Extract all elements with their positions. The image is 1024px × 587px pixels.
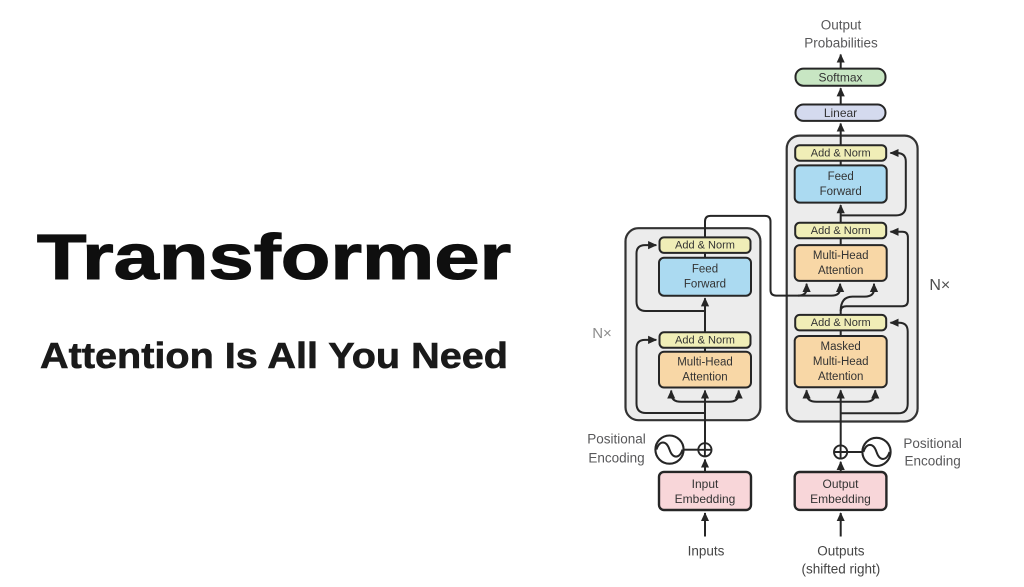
- masked-multi-head-attention-label-line3: Attention: [818, 371, 863, 383]
- encoder-add-norm-2-box: [658, 331, 752, 349]
- inputs-label: Inputs: [688, 543, 725, 558]
- decoder-multi-head-attention-label-line1: Multi-Head: [813, 250, 869, 262]
- sine-wave-icon: [655, 441, 684, 458]
- n-times-right-label: N×: [929, 277, 950, 294]
- n-times-left-label: N×: [592, 325, 612, 342]
- encoder-feed-forward-label-line1: Feed: [692, 264, 718, 276]
- positional-encoding-right-label-line2: Encoding: [904, 454, 960, 469]
- output-probabilities-label-line2: Probabilities: [804, 36, 878, 51]
- positional-encoding-left-label-line1: Positional: [587, 432, 646, 447]
- decoder-multi-head-attention-label-line2: Attention: [818, 265, 863, 277]
- encoder-multi-head-attention-label-line1: Multi-Head: [677, 357, 733, 369]
- encoder-add-norm-1-box: [658, 236, 752, 254]
- output-embedding-box: [793, 470, 888, 512]
- decoder-flow-lines: [802, 53, 909, 537]
- outputs-label-line1: Outputs: [817, 543, 865, 558]
- decoder-add-norm-3-label: Add & Norm: [811, 317, 871, 329]
- page-subtitle: Attention Is All You Need: [40, 335, 509, 376]
- decoder-feed-forward-label-line2: Forward: [820, 186, 862, 198]
- positional-encoding-right-label-line1: Positional: [903, 436, 962, 451]
- encoder-multi-head-attention-box: [658, 350, 752, 389]
- decoder-add-norm-3-box: [794, 313, 888, 332]
- masked-multi-head-attention-label-line1: Masked: [821, 341, 861, 353]
- page-title: Transformer: [36, 221, 512, 293]
- positional-encoding-right-symbol: [833, 436, 892, 468]
- encoder-flow-lines: [635, 214, 845, 537]
- input-embedding-box: [657, 470, 753, 512]
- input-embedding-label-line2: Embedding: [675, 492, 736, 506]
- decoder-add-norm-2-box: [794, 221, 888, 240]
- decoder-add-norm-1-label: Add & Norm: [811, 147, 871, 159]
- positional-encoding-left-symbol: [654, 434, 713, 465]
- encoder-add-norm-2-label: Add & Norm: [675, 335, 735, 347]
- encoder-add-norm-1-label: Add & Norm: [675, 240, 735, 252]
- softmax-box: [794, 67, 887, 87]
- masked-multi-head-attention-box: [793, 335, 888, 389]
- softmax-label: Softmax: [818, 71, 862, 85]
- linear-box: [794, 103, 887, 122]
- positional-encoding-left-label-line2: Encoding: [588, 451, 644, 466]
- input-embedding-label-line1: Input: [692, 477, 719, 491]
- masked-multi-head-attention-label-line2: Multi-Head: [813, 356, 869, 368]
- decoder-multi-head-attention-box: [793, 244, 888, 282]
- outputs-label-line2: (shifted right): [802, 562, 881, 577]
- decoder-add-norm-2-label: Add & Norm: [811, 225, 871, 237]
- linear-label: Linear: [824, 106, 857, 120]
- encoder-feed-forward-label-line2: Forward: [684, 279, 726, 291]
- decoder-feed-forward-box: [793, 164, 888, 204]
- sine-wave-icon: [862, 443, 891, 460]
- encoder-feed-forward-box: [658, 256, 752, 297]
- output-embedding-label-line1: Output: [822, 477, 859, 491]
- diagram-labels: Output Probabilities Softmax Linear Add …: [587, 18, 962, 577]
- output-embedding-label-line2: Embedding: [810, 492, 871, 506]
- decoder-add-norm-1-box: [794, 144, 888, 162]
- decoder-feed-forward-label-line1: Feed: [828, 171, 854, 183]
- encoder-multi-head-attention-label-line2: Attention: [682, 372, 727, 384]
- output-probabilities-label-line1: Output: [821, 18, 862, 33]
